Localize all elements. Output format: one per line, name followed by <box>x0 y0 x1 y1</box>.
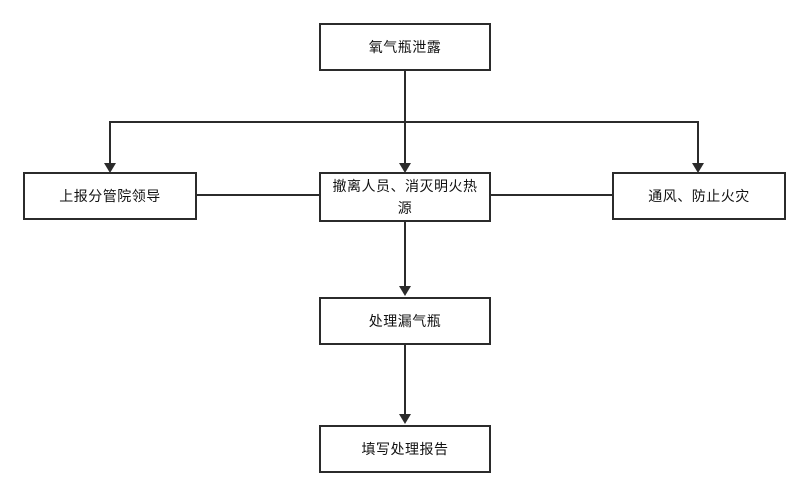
node-label-report-to-leader: 上报分管院领导 <box>59 188 161 204</box>
node-report-to-leader[interactable]: 上报分管院领导 <box>23 172 197 220</box>
node-evacuate-extinguish[interactable]: 撤离人员、消灭明火热源 <box>319 172 491 222</box>
edge-bus-to-ventilate <box>697 121 699 169</box>
edge-bus-to-report-leader <box>109 121 111 169</box>
arrowhead-fill-form <box>399 414 411 424</box>
node-label-fill-form: 填写处理报告 <box>361 441 449 457</box>
edge-evacuate-to-ventilate <box>491 194 612 196</box>
arrowhead-evacuate <box>399 163 411 173</box>
node-label-ventilate: 通风、防止火灾 <box>648 188 750 204</box>
edge-leak-to-bus <box>404 71 406 123</box>
edge-handle-to-fill-form <box>404 345 406 415</box>
node-fill-processing-report[interactable]: 填写处理报告 <box>319 425 491 473</box>
node-label-leak: 氧气瓶泄露 <box>368 39 442 55</box>
edge-evacuate-to-handle <box>404 222 406 287</box>
arrowhead-ventilate <box>692 163 704 173</box>
node-oxygen-cylinder-leak[interactable]: 氧气瓶泄露 <box>319 23 491 71</box>
node-handle-leaking-cylinder[interactable]: 处理漏气瓶 <box>319 297 491 345</box>
edge-bus-to-evacuate <box>404 121 406 169</box>
arrowhead-report-leader <box>104 163 116 173</box>
node-label-evacuate: 撤离人员、消灭明火热源 <box>332 178 478 216</box>
edge-report-leader-to-evacuate <box>197 194 319 196</box>
arrowhead-handle <box>399 286 411 296</box>
node-label-handle: 处理漏气瓶 <box>368 313 442 329</box>
node-ventilate-prevent-fire[interactable]: 通风、防止火灾 <box>612 172 786 220</box>
